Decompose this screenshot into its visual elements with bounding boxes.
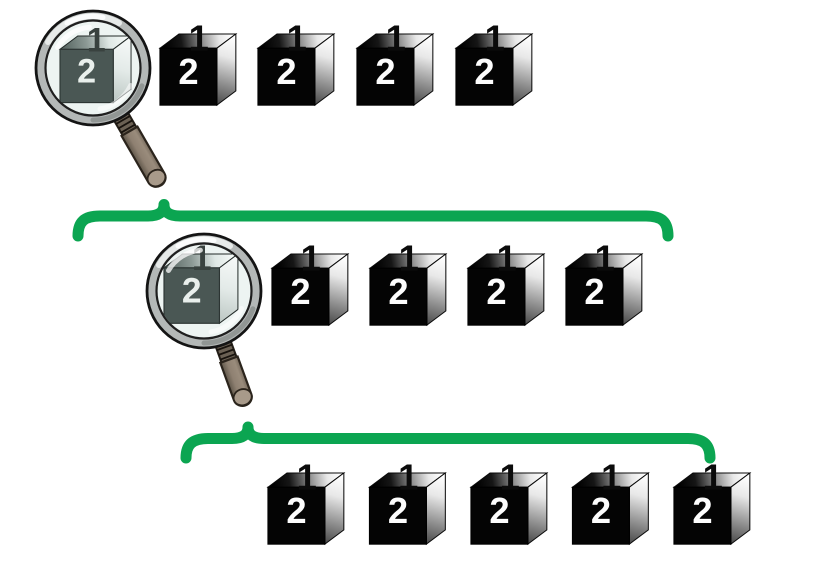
magnifying-glass-icon: 1 2 — [34, 9, 167, 188]
rim-highlight — [175, 236, 217, 249]
brace — [72, 199, 674, 242]
cube: 1 2 — [159, 18, 237, 106]
cube-top-label: 1 — [386, 18, 406, 59]
cube-top-label: 1 — [87, 22, 106, 60]
cube-top-label: 1 — [287, 18, 307, 59]
cube: 1 2 — [673, 457, 751, 545]
glass-highlight — [55, 24, 92, 50]
cube-top-label: 1 — [595, 238, 615, 279]
cube-top-label: 1 — [399, 238, 419, 279]
brace — [180, 421, 716, 464]
cube: 1 2 — [470, 457, 548, 545]
magnifying-glass-icon: 1 2 — [145, 232, 263, 407]
cube-front-label: 2 — [486, 271, 506, 312]
cube-front-label: 2 — [591, 490, 611, 531]
cube-front-label: 2 — [584, 271, 604, 312]
cube-front-label: 2 — [474, 51, 494, 92]
cube-top-label: 1 — [500, 457, 520, 498]
cube-front-label: 2 — [388, 490, 408, 531]
cube: 1 2 — [356, 18, 434, 106]
cube-front-label: 2 — [388, 271, 408, 312]
cube: 1 2 — [257, 18, 335, 106]
cube-top-label: 1 — [398, 457, 418, 498]
rim-highlight — [64, 13, 106, 26]
cube-top-label: 1 — [485, 18, 505, 59]
cube-top-label: 1 — [601, 457, 621, 498]
cube-front-label: 2 — [692, 490, 712, 531]
glass-highlight — [97, 83, 134, 112]
cube-top-label: 1 — [189, 18, 209, 59]
cube-top-label: 1 — [703, 457, 723, 498]
cube-front-label: 2 — [290, 271, 310, 312]
cube-front-label: 2 — [375, 51, 395, 92]
cube: 1 2 — [267, 457, 345, 545]
cube-top-label: 1 — [301, 238, 321, 279]
cube-front-label: 2 — [178, 51, 198, 92]
row-middle-cubes: 1 2 1 2 1 2 1 2 — [271, 238, 643, 326]
rim-shadow — [90, 83, 145, 123]
cube: 1 2 — [368, 457, 446, 545]
cube-front-label: 2 — [182, 271, 202, 311]
cube-front-label: 2 — [489, 490, 509, 531]
row-top-cubes: 1 2 1 2 1 2 1 2 — [159, 18, 533, 106]
cube-front-label: 2 — [286, 490, 306, 531]
cube: 1 2 — [565, 238, 643, 326]
cube-top-label: 1 — [497, 238, 517, 279]
lens-cube: 1 2 — [163, 245, 239, 324]
cube: 1 2 — [271, 238, 349, 326]
rim-shadow — [201, 306, 256, 346]
glass-highlight — [208, 306, 245, 335]
cube: 1 2 — [571, 457, 649, 545]
cube: 1 2 — [467, 238, 545, 326]
cube-front-label: 2 — [276, 51, 296, 92]
cube: 1 2 — [455, 18, 533, 106]
lens-cube: 1 2 — [59, 22, 132, 104]
magnifier-handle — [110, 106, 167, 188]
glass-highlight — [166, 247, 203, 273]
cube: 1 2 — [369, 238, 447, 326]
row-bottom-cubes: 1 2 1 2 1 2 1 2 1 2 — [267, 457, 751, 545]
cube-top-label: 1 — [297, 457, 317, 498]
cube-front-label: 2 — [77, 53, 96, 91]
